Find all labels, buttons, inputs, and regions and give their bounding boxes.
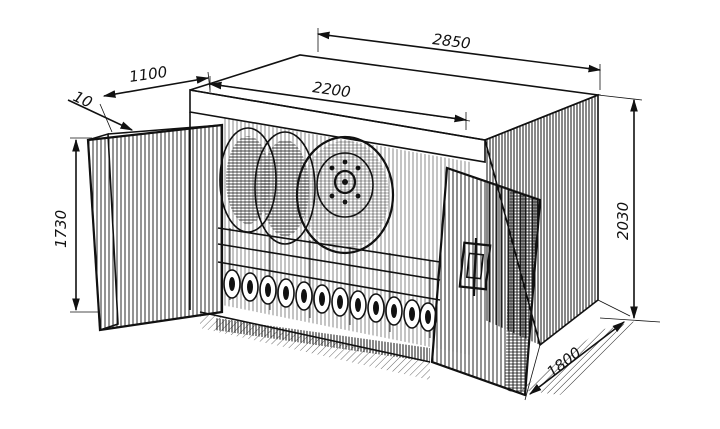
upright-tires <box>219 127 395 255</box>
wheel-hub <box>333 169 357 195</box>
dim-label-2850: 2850 <box>432 30 472 53</box>
tire-3-with-rim <box>295 135 395 255</box>
dimension-door-thickness: 10 <box>67 87 134 133</box>
dimension-overall-length: 2850 <box>316 28 602 90</box>
dimension-overall-height: 2030 <box>597 94 661 323</box>
right-door[interactable] <box>430 166 542 397</box>
dimension-door-width: 1100 <box>102 63 211 98</box>
dim-label-2030: 2030 <box>614 202 632 240</box>
left-door[interactable] <box>86 123 224 332</box>
dim-label-2200: 2200 <box>311 78 351 101</box>
dim-label-1730: 1730 <box>52 210 70 248</box>
dim-label-10: 10 <box>70 87 95 111</box>
dim-label-1100: 1100 <box>128 63 168 86</box>
dimension-door-height: 1730 <box>52 137 98 313</box>
latch-icon[interactable] <box>458 237 492 297</box>
dimension-inner-length: 2200 <box>208 76 468 130</box>
